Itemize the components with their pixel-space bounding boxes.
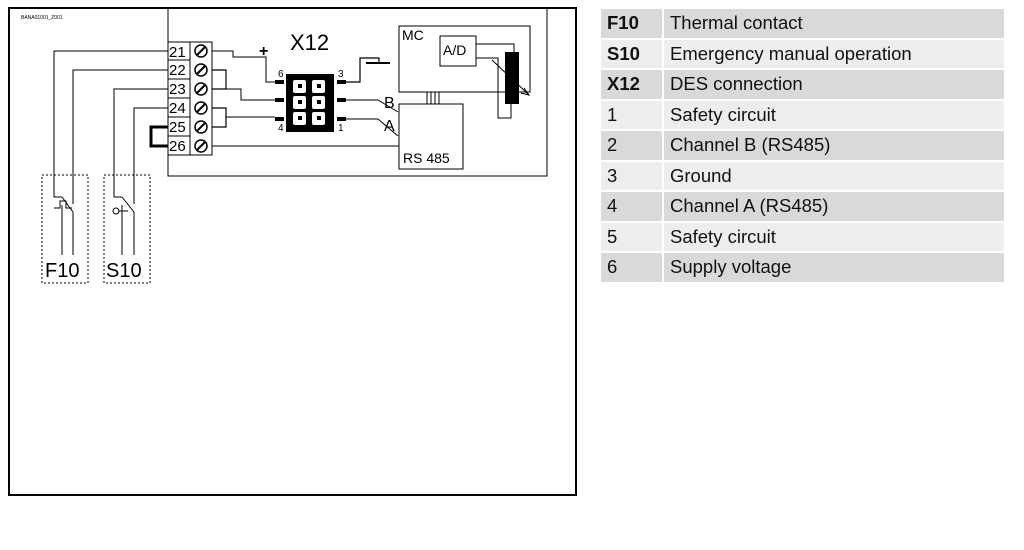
svg-text:24: 24 [169, 100, 186, 117]
legend-key: 1 [601, 100, 664, 129]
switch-s10-label: S10 [106, 260, 142, 282]
legend-desc: Safety circuit [664, 100, 1004, 129]
ground-symbol [346, 57, 390, 83]
wire-f10-bottom [72, 69, 168, 204]
legend-key: 6 [601, 253, 664, 282]
x12-connector [275, 74, 346, 132]
terminal-block: 21 22 23 24 25 [167, 41, 213, 156]
legend-table: F10 Thermal contact S10 Emergency manual… [601, 7, 1004, 284]
wiring-diagram: BANA01001_Z001 21 22 23 24 [8, 7, 577, 496]
legend-desc: Supply voltage [664, 253, 1004, 282]
legend-key: S10 [601, 39, 664, 68]
legend-key: 4 [601, 192, 664, 221]
legend-key: X12 [601, 70, 664, 99]
terminal-25: 25 [167, 116, 208, 137]
terminal-22: 22 [167, 59, 208, 80]
legend-key: F10 [601, 9, 664, 38]
legend-desc: Thermal contact [664, 9, 1004, 38]
jumper-24-25 [212, 107, 227, 128]
legend-row: X12 DES connection [601, 70, 1004, 99]
legend-row: F10 Thermal contact [601, 9, 1004, 38]
potentiometer-symbol [476, 43, 531, 119]
s10-manual-switch [103, 174, 151, 284]
switch-f10-label: F10 [45, 260, 79, 282]
legend-desc: Channel A (RS485) [664, 192, 1004, 221]
wire-23 [212, 88, 275, 101]
terminal-21: 21 [167, 41, 208, 61]
plus-sign: + [259, 43, 268, 60]
pin-1: 1 [338, 123, 344, 134]
doc-id: BANA01001_Z001 [21, 15, 63, 21]
wire-21 [212, 50, 275, 83]
terminal-26: 26 [167, 135, 208, 156]
wire-s10-bottom [133, 107, 168, 204]
legend-row: 4 Channel A (RS485) [601, 192, 1004, 221]
svg-text:21: 21 [169, 44, 186, 61]
signal-a-label: A [384, 118, 395, 135]
svg-text:25: 25 [169, 119, 186, 136]
mc-label: MC [402, 27, 424, 43]
ad-block [439, 35, 477, 67]
legend-row: 3 Ground [601, 161, 1004, 190]
legend-row: 5 Safety circuit [601, 222, 1004, 251]
pin-6: 6 [278, 69, 284, 80]
pin-3: 3 [338, 69, 344, 80]
wire-f10-top [53, 50, 168, 198]
legend-desc: Ground [664, 161, 1004, 190]
terminal-24: 24 [167, 97, 208, 118]
wire-s10-top [113, 88, 168, 198]
legend-row: S10 Emergency manual operation [601, 39, 1004, 68]
legend-desc: Emergency manual operation [664, 39, 1004, 68]
rs485-label: RS 485 [403, 150, 450, 166]
pin-4: 4 [278, 123, 284, 134]
svg-text:22: 22 [169, 62, 186, 79]
legend-key: 5 [601, 222, 664, 251]
legend-row: 2 Channel B (RS485) [601, 131, 1004, 160]
legend-desc: Safety circuit [664, 222, 1004, 251]
line-channel-b [346, 99, 399, 113]
line-channel-a [346, 118, 399, 137]
terminal-23: 23 [167, 78, 208, 99]
connector-label: X12 [290, 30, 329, 55]
svg-text:26: 26 [169, 138, 186, 155]
legend-key: 2 [601, 131, 664, 160]
legend-row: 6 Supply voltage [601, 253, 1004, 282]
svg-text:23: 23 [169, 81, 186, 98]
rs485-block [398, 103, 464, 170]
legend-row: 1 Safety circuit [601, 100, 1004, 129]
jumper-22-23 [212, 69, 227, 90]
signal-b-label: B [384, 95, 395, 112]
legend-desc: DES connection [664, 70, 1004, 99]
ad-label: A/D [443, 42, 466, 58]
legend-key: 3 [601, 161, 664, 190]
f10-thermal-contact [41, 174, 89, 284]
legend-desc: Channel B (RS485) [664, 131, 1004, 160]
jumper-25-26-external [149, 125, 168, 148]
